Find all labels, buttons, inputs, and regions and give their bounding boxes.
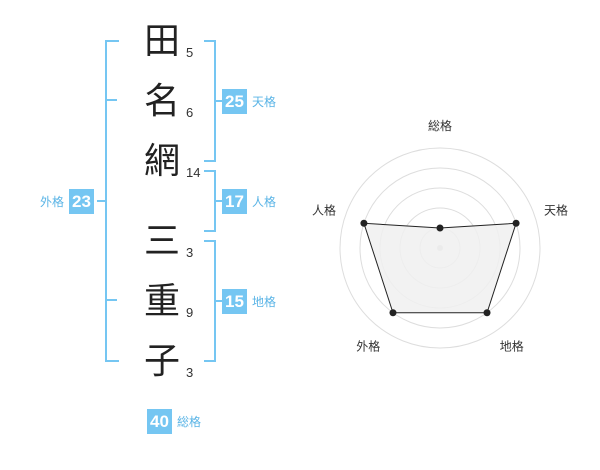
gaikaku-value: 23 bbox=[69, 189, 95, 214]
gaikaku-bracket-tick-top bbox=[105, 99, 117, 101]
name-char-3: 網 bbox=[143, 141, 180, 182]
gaikaku-badge: 外格 23 bbox=[40, 189, 95, 214]
stroke-count-2: 6 bbox=[186, 105, 194, 120]
radar-ring-4 bbox=[359, 167, 521, 329]
jinkaku-badge: 17 人格 bbox=[222, 189, 276, 214]
radar-axis-label-1: 総格 bbox=[428, 118, 452, 133]
radar-shape bbox=[360, 219, 520, 317]
gaikaku-label: 外格 bbox=[40, 195, 65, 209]
jinkaku-label: 人格 bbox=[252, 195, 277, 209]
tenkaku-connector bbox=[214, 100, 222, 102]
name-char-1: 田 bbox=[143, 21, 180, 62]
name-char-6: 子 bbox=[143, 341, 180, 382]
gaikaku-bracket-tick-bottom bbox=[105, 299, 117, 301]
soukaku-label: 総格 bbox=[177, 415, 202, 429]
radar-ring-5 bbox=[339, 147, 541, 349]
radar-point-3 bbox=[483, 309, 491, 317]
chikaku-connector bbox=[214, 300, 222, 302]
radar-point-5 bbox=[360, 219, 368, 227]
jinkaku-value: 17 bbox=[222, 189, 247, 214]
name-char-2: 名 bbox=[143, 81, 180, 122]
radar-point-2 bbox=[512, 219, 520, 227]
name-char-5: 重 bbox=[143, 281, 180, 322]
radar-axis-label-2: 天格 bbox=[544, 202, 568, 217]
soukaku-value: 40 bbox=[147, 409, 172, 434]
name-char-4: 三 bbox=[143, 221, 180, 262]
radar-point-1 bbox=[436, 224, 444, 232]
soukaku-badge: 40 総格 bbox=[147, 409, 201, 434]
tenkaku-value: 25 bbox=[222, 89, 247, 114]
radar-polygon bbox=[363, 222, 517, 314]
stroke-count-4: 3 bbox=[186, 245, 194, 260]
stroke-count-6: 3 bbox=[186, 365, 194, 380]
jinkaku-connector bbox=[214, 200, 222, 202]
stroke-count-3: 14 bbox=[186, 165, 201, 180]
radar-axis-label-4: 外格 bbox=[356, 339, 380, 354]
radar-axis-label-3: 地格 bbox=[500, 339, 524, 354]
stroke-count-5: 9 bbox=[186, 305, 194, 320]
radar-axis-label-5: 人格 bbox=[312, 202, 336, 217]
radar-point-4 bbox=[389, 309, 397, 317]
chikaku-value: 15 bbox=[222, 289, 247, 314]
tenkaku-badge: 25 天格 bbox=[222, 89, 276, 114]
stroke-count-1: 5 bbox=[186, 45, 194, 60]
gaikaku-connector bbox=[97, 200, 105, 202]
chikaku-label: 地格 bbox=[252, 295, 277, 309]
gaikaku-bracket bbox=[105, 40, 119, 362]
tenkaku-label: 天格 bbox=[252, 95, 277, 109]
chikaku-badge: 15 地格 bbox=[222, 289, 276, 314]
